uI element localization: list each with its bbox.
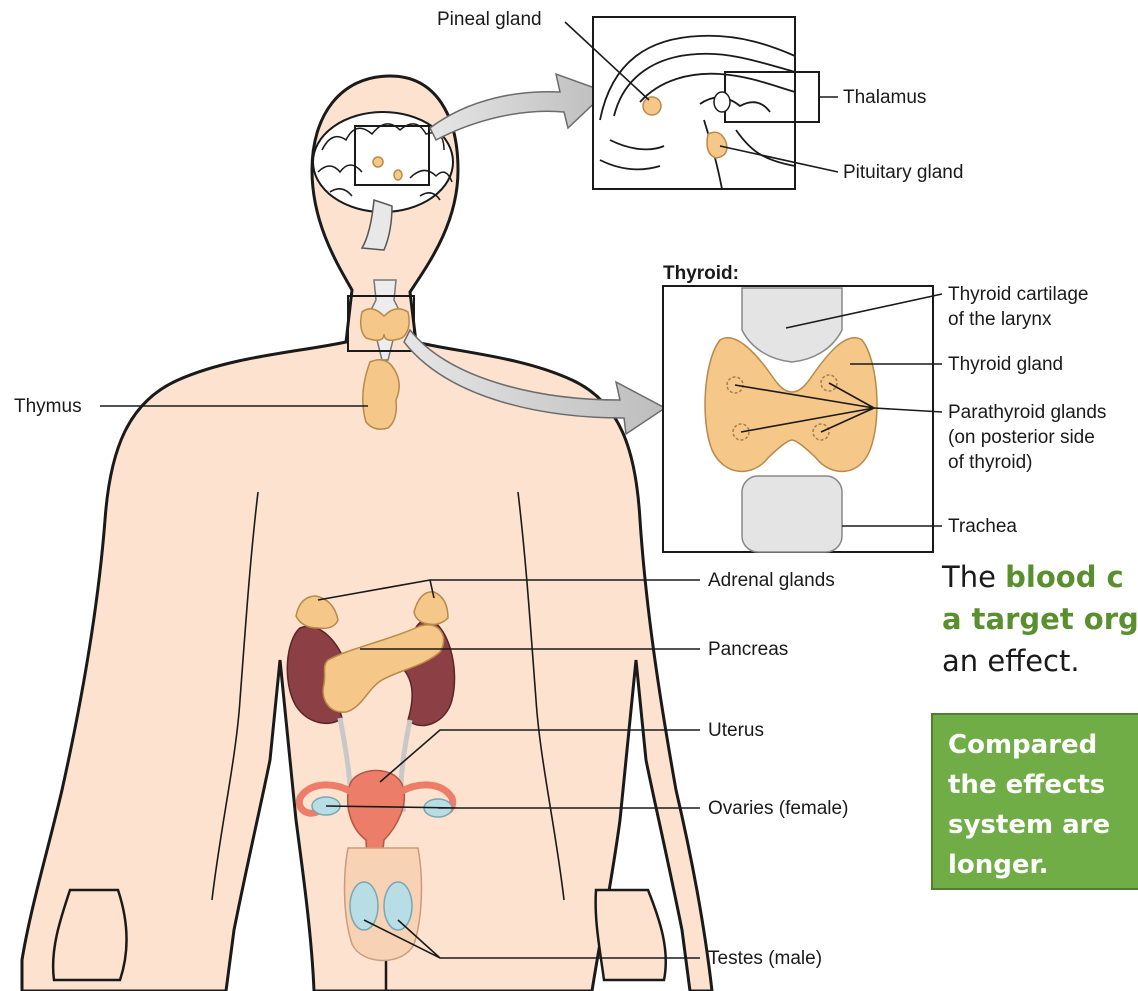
label-parathyroid: Parathyroid glands: [948, 402, 1106, 423]
brain-inset: [593, 17, 795, 189]
body-thymus: [363, 360, 399, 429]
inset-pineal: [643, 97, 661, 115]
brain-arrow: [430, 74, 606, 140]
brain-pituitary-dot: [394, 170, 402, 180]
label-pituitary-gland: Pituitary gland: [843, 162, 963, 183]
label-thymus: Thymus: [14, 396, 82, 417]
label-adrenal-glands: Adrenal glands: [708, 570, 835, 591]
caption-highlight-1: blood c: [1005, 560, 1124, 594]
caption-text: The blood c a target org an effect.: [942, 556, 1138, 682]
label-parathyroid-2: (on posterior side: [948, 427, 1095, 448]
inset-thalamus: [714, 92, 730, 112]
label-thyroid-gland: Thyroid gland: [948, 354, 1063, 375]
label-ovaries: Ovaries (female): [708, 798, 848, 819]
thyroid-inset-heading: Thyroid:: [663, 263, 739, 284]
callout-text: Compared the effects system are longer.: [948, 730, 1110, 880]
brain-pineal-dot: [373, 157, 383, 167]
label-testes: Testes (male): [708, 948, 822, 969]
label-pineal-gland: Pineal gland: [437, 9, 542, 30]
label-thyroid-cartilage-2: of the larynx: [948, 309, 1052, 330]
callout-box: Compared the effects system are longer.: [931, 713, 1138, 890]
caption-highlight-2: a target org: [942, 602, 1138, 636]
label-uterus: Uterus: [708, 720, 764, 741]
label-trachea: Trachea: [948, 516, 1017, 537]
label-pancreas: Pancreas: [708, 639, 788, 660]
caption-post: an effect.: [942, 644, 1080, 678]
inset-trachea: [742, 476, 842, 552]
label-parathyroid-3: of thyroid): [948, 452, 1032, 473]
caption-pre: The: [942, 560, 1005, 594]
right-hand: [596, 890, 666, 980]
label-thyroid-cartilage: Thyroid cartilage: [948, 284, 1088, 305]
label-thalamus: Thalamus: [843, 87, 926, 108]
right-testis: [384, 882, 412, 930]
left-testis: [350, 882, 378, 930]
